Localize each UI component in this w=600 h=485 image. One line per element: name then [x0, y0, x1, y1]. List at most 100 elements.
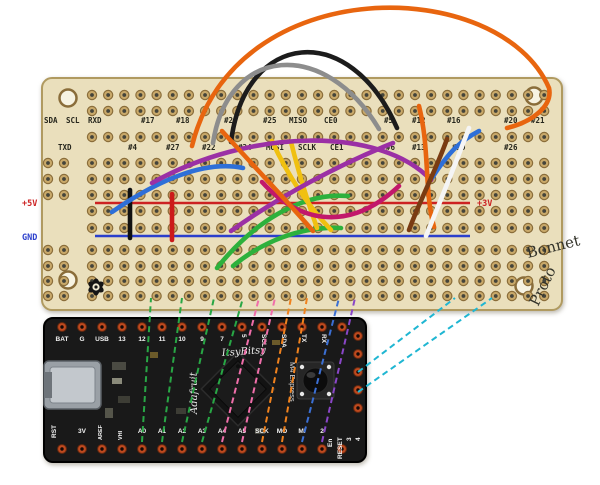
- microcontroller-chip: [200, 351, 276, 427]
- wire-yellow-wire-1: [269, 138, 334, 233]
- bonnet-hole-center: [396, 135, 401, 139]
- pin-label: 5: [240, 334, 247, 338]
- bonnet-hole-center: [106, 135, 111, 139]
- pin-label: #17: [141, 116, 155, 125]
- bonnet-hole-center: [396, 226, 401, 230]
- bonnet-hole-center: [380, 177, 385, 181]
- bonnet-hole-center: [396, 193, 401, 197]
- itsy-pad-hole: [100, 447, 104, 451]
- bonnet-hole-center: [526, 109, 530, 113]
- pin-label: #5: [384, 116, 393, 125]
- bonnet-hole-center: [429, 109, 434, 113]
- bonnet-hole-center: [445, 226, 450, 230]
- bonnet-hole-center: [203, 93, 207, 97]
- bonnet-hole-center: [203, 209, 207, 213]
- pin-label: #18: [176, 116, 190, 125]
- bonnet-hole-center: [332, 109, 337, 113]
- bonnet-hole-center: [396, 294, 401, 298]
- bonnet-hole-center: [493, 279, 498, 283]
- bonnet-hole-center: [526, 226, 530, 230]
- pin-label: SCLK: [298, 143, 317, 152]
- wire-yellow-wire-2: [288, 139, 320, 231]
- bonnet-hole-center: [235, 193, 240, 197]
- bonnet-hole-center: [187, 177, 191, 181]
- bonnet-hole-center: [413, 177, 417, 181]
- bonnet-hole-center: [62, 161, 66, 165]
- bonnet-hole-center: [138, 109, 143, 113]
- bonnet-hole-center: [526, 294, 530, 298]
- pin-label: #25: [263, 116, 277, 125]
- wire-blue-wire-left: [109, 163, 246, 215]
- bonnet-hole-center: [510, 135, 514, 139]
- bonnet-hole-center: [138, 161, 143, 165]
- bonnet-hole-center: [396, 109, 401, 113]
- bonnet-hole-center: [445, 248, 450, 252]
- bonnet-hole-center: [332, 279, 337, 283]
- bonnet-hole-center: [122, 294, 127, 298]
- ratsnest-line: [141, 297, 152, 443]
- bonnet-hole-center: [396, 209, 401, 213]
- bonnet-hole-center: [429, 279, 434, 283]
- usb-connector: [43, 360, 102, 410]
- itsy-pad-hole: [140, 325, 144, 329]
- pin-label: A4: [218, 428, 227, 435]
- bonnet-hole-center: [526, 93, 530, 97]
- bonnet-hole-center: [542, 93, 547, 97]
- bonnet-hole-center: [316, 109, 320, 113]
- bonnet-hole-center: [154, 93, 159, 97]
- bonnet-hole-center: [283, 135, 288, 139]
- bonnet-hole-center: [267, 209, 272, 213]
- bonnet-hole-center: [526, 264, 530, 268]
- bonnet-hole-center: [332, 93, 337, 97]
- bonnet-hole-center: [526, 135, 530, 139]
- bonnet-hole-center: [62, 248, 66, 252]
- bonnet-hole-center: [122, 279, 127, 283]
- bonnet-hole-center: [461, 226, 466, 230]
- bonnet-hole-center: [364, 193, 369, 197]
- bonnet-hole-center: [154, 226, 159, 230]
- bonnet-hole-center: [461, 294, 466, 298]
- bonnet-hole-center: [461, 161, 466, 165]
- bonnet-hole-center: [283, 226, 288, 230]
- bonnet-hole-center: [283, 279, 288, 283]
- bonnet-hole-center: [364, 93, 369, 97]
- bonnet-hole-center: [283, 248, 288, 252]
- bonnet-hole-center: [429, 294, 434, 298]
- bonnet-hole-center: [396, 264, 401, 268]
- pin-label: #23: [224, 116, 238, 125]
- bonnet-hole-center: [46, 193, 50, 197]
- pin-label: #16: [447, 116, 461, 125]
- bonnet-hole-center: [316, 279, 320, 283]
- bonnet-hole-center: [510, 161, 514, 165]
- bonnet-hole-center: [203, 135, 207, 139]
- component: [112, 378, 122, 384]
- bonnet-hole-center: [542, 248, 547, 252]
- bonnet-hole-center: [493, 209, 498, 213]
- bonnet-hole-center: [380, 209, 385, 213]
- bonnet-hole-center: [461, 209, 466, 213]
- wire-purple-wire-long: [149, 138, 434, 186]
- component: [272, 340, 280, 345]
- bonnet-hole-center: [526, 161, 530, 165]
- pin-label: 4: [355, 437, 362, 441]
- chip-pin1-dot: [235, 364, 240, 369]
- button-corner-pad: [299, 364, 305, 370]
- button-corner-pad: [299, 391, 305, 397]
- bonnet-hole-center: [477, 279, 482, 283]
- bonnet-hole-center: [493, 226, 498, 230]
- bonnet-hole-center: [122, 161, 127, 165]
- pin-label: 10: [178, 336, 186, 343]
- bonnet-hole-center: [332, 294, 337, 298]
- component: [105, 408, 113, 418]
- bonnet-hole-center: [510, 209, 514, 213]
- bonnet-hole-center: [526, 209, 530, 213]
- bonnet-hole-center: [348, 279, 353, 283]
- bonnet-hole-center: [187, 193, 191, 197]
- ratsnest-line: [301, 297, 340, 443]
- bonnet-hole-center: [251, 135, 256, 139]
- bonnet-hole-center: [526, 248, 530, 252]
- pin-label: SDA: [280, 334, 287, 348]
- pin-label: MI: [298, 428, 305, 435]
- itsy-pad-hole: [120, 447, 124, 451]
